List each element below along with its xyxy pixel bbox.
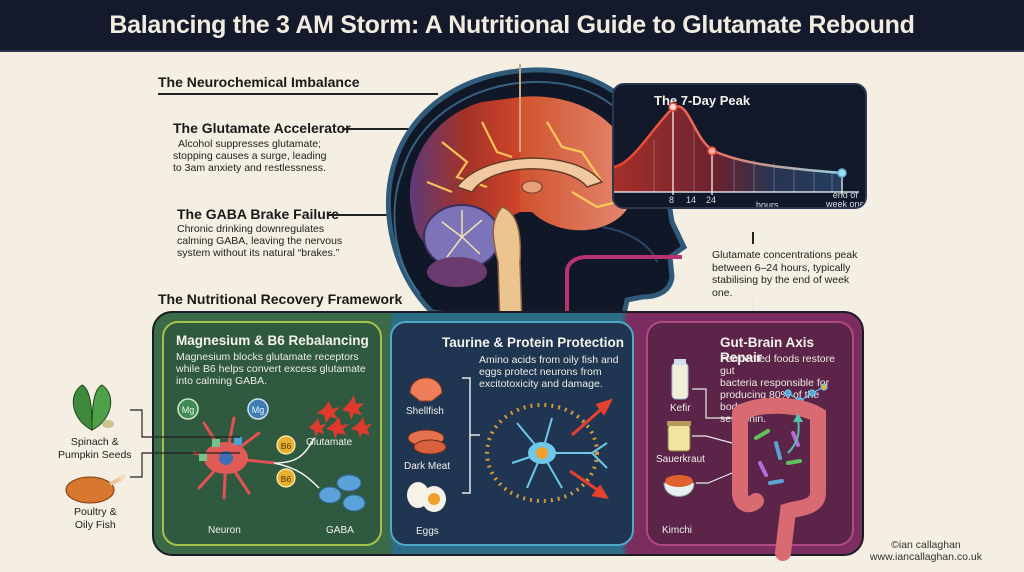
magnesium-title: Magnesium & B6 Rebalancing — [176, 333, 369, 348]
glutamate-peak-note: Glutamate concentrations peak between 6–… — [712, 249, 902, 299]
side-food-line: Spinach & — [70, 436, 119, 448]
end-label-line: week one — [826, 199, 865, 209]
side-food-line: Pumpkin Seeds — [58, 449, 132, 461]
seven-day-peak-chart: The 7-Day Peak — [612, 83, 867, 209]
gaba-leader — [328, 214, 438, 216]
label-eggs: Eggs — [416, 526, 439, 537]
heading-rule — [158, 93, 438, 95]
spinach-illustration — [62, 380, 122, 432]
taurine-body: Amino acids from oily fish and eggs prot… — [479, 354, 618, 390]
side-food-connectors — [130, 409, 240, 478]
end-label-line: end of — [832, 190, 858, 200]
gut-line: Fermented foods restore gut — [720, 353, 835, 377]
side-food-line: Oily Fish — [74, 519, 116, 531]
magnesium-line: into calming GABA. — [176, 375, 268, 387]
taurine-title: Taurine & Protein Protection — [442, 335, 625, 350]
label-spinach-pumpkin-seeds: Spinach & Pumpkin Seeds — [58, 436, 132, 462]
credit-url: www.iancallaghan.co.uk — [869, 551, 982, 563]
glutamate-body: Alcohol suppresses glutamate; stopping c… — [173, 138, 327, 174]
taurine-line: eggs protect neurons from — [479, 366, 602, 378]
label-poultry-oily-fish: Poultry & Oily Fish — [74, 506, 117, 532]
gaba-title: The GABA Brake Failure — [177, 206, 340, 222]
gaba-line: system without its natural “brakes.” — [177, 247, 340, 259]
svg-text:Mg: Mg — [182, 405, 195, 415]
tick-8: 8 — [669, 195, 675, 205]
side-food-line: Poultry & — [74, 506, 117, 518]
note-line: Glutamate concentrations peak — [712, 249, 858, 261]
framework-heading: The Nutritional Recovery Framework — [158, 291, 403, 307]
magnesium-line: Magnesium blocks glutamate receptors — [176, 351, 359, 363]
label-shellfish: Shellfish — [406, 406, 444, 417]
gut-diagram — [663, 359, 828, 561]
gut-line: bacteria responsible for — [720, 377, 830, 389]
gut-brain-title: Gut-Brain Axis Repair — [720, 335, 815, 365]
glutamate-line: to 3am anxiety and restlessness. — [173, 162, 326, 174]
label-glutamate: Glutamate — [306, 437, 353, 448]
magnesium-line: while B6 helps convert excess glutamate — [176, 363, 366, 375]
taurine-panel: Taurine & Protein Protection Amino acids… — [390, 321, 634, 546]
note-line: between 6–24 hours, typically — [712, 261, 851, 274]
glutamate-line: Alcohol suppresses glutamate; — [178, 138, 321, 150]
neurochemical-heading: The Neurochemical Imbalance — [158, 74, 360, 90]
poultry-illustration — [62, 470, 128, 506]
label-kefir: Kefir — [670, 403, 691, 414]
neuron-diagram: Mg Mg B6 B6 — [177, 395, 372, 512]
taurine-line: Amino acids from oily fish and — [479, 354, 619, 366]
note-connector-top — [752, 232, 754, 244]
label-neuron: Neuron — [208, 525, 241, 536]
glutamate-title: The Glutamate Accelerator — [173, 120, 351, 136]
glutamate-line: stopping causes a surge, leading — [173, 150, 327, 162]
label-kimchi: Kimchi — [662, 525, 693, 536]
svg-text:B6: B6 — [281, 474, 292, 484]
title-bar: Balancing the 3 AM Storm: A Nutritional … — [0, 0, 1024, 52]
credit: ©ian callaghan www.iancallaghan.co.uk — [870, 539, 982, 563]
svg-text:B6: B6 — [281, 441, 292, 451]
tick-14: 14 — [686, 195, 697, 205]
axis-label-hours: hours — [756, 200, 779, 209]
taurine-line: excitotoxicity and damage. — [479, 378, 603, 390]
glutamate-leader — [342, 128, 442, 130]
magnesium-panel: Magnesium & B6 Rebalancing Magnesium blo… — [162, 321, 382, 546]
gut-brain-panel: Gut-Brain Axis Repair Fermented foods re… — [646, 321, 854, 561]
credit-name: ©ian callaghan — [891, 539, 961, 551]
label-sauerkraut: Sauerkraut — [656, 454, 705, 465]
page-title: Balancing the 3 AM Storm: A Nutritional … — [109, 10, 915, 39]
gaba-line: Chronic drinking downregulates — [177, 223, 325, 235]
tick-24: 24 — [706, 195, 717, 205]
protected-neuron-diagram — [407, 377, 613, 512]
label-gaba: GABA — [326, 525, 354, 536]
note-line: one. — [712, 286, 733, 299]
gaba-line: calming GABA, leaving the nervous — [177, 235, 343, 247]
note-line: stabilising by the end of week — [712, 274, 850, 286]
label-dark-meat: Dark Meat — [404, 461, 451, 472]
gaba-body: Chronic drinking downregulates calming G… — [177, 223, 342, 259]
tick-end-of-week-one: end of week one — [826, 190, 865, 209]
svg-text:Mg: Mg — [252, 405, 265, 415]
magnesium-body: Magnesium blocks glutamate receptors whi… — [176, 351, 366, 387]
chart-title: The 7-Day Peak — [654, 93, 751, 108]
